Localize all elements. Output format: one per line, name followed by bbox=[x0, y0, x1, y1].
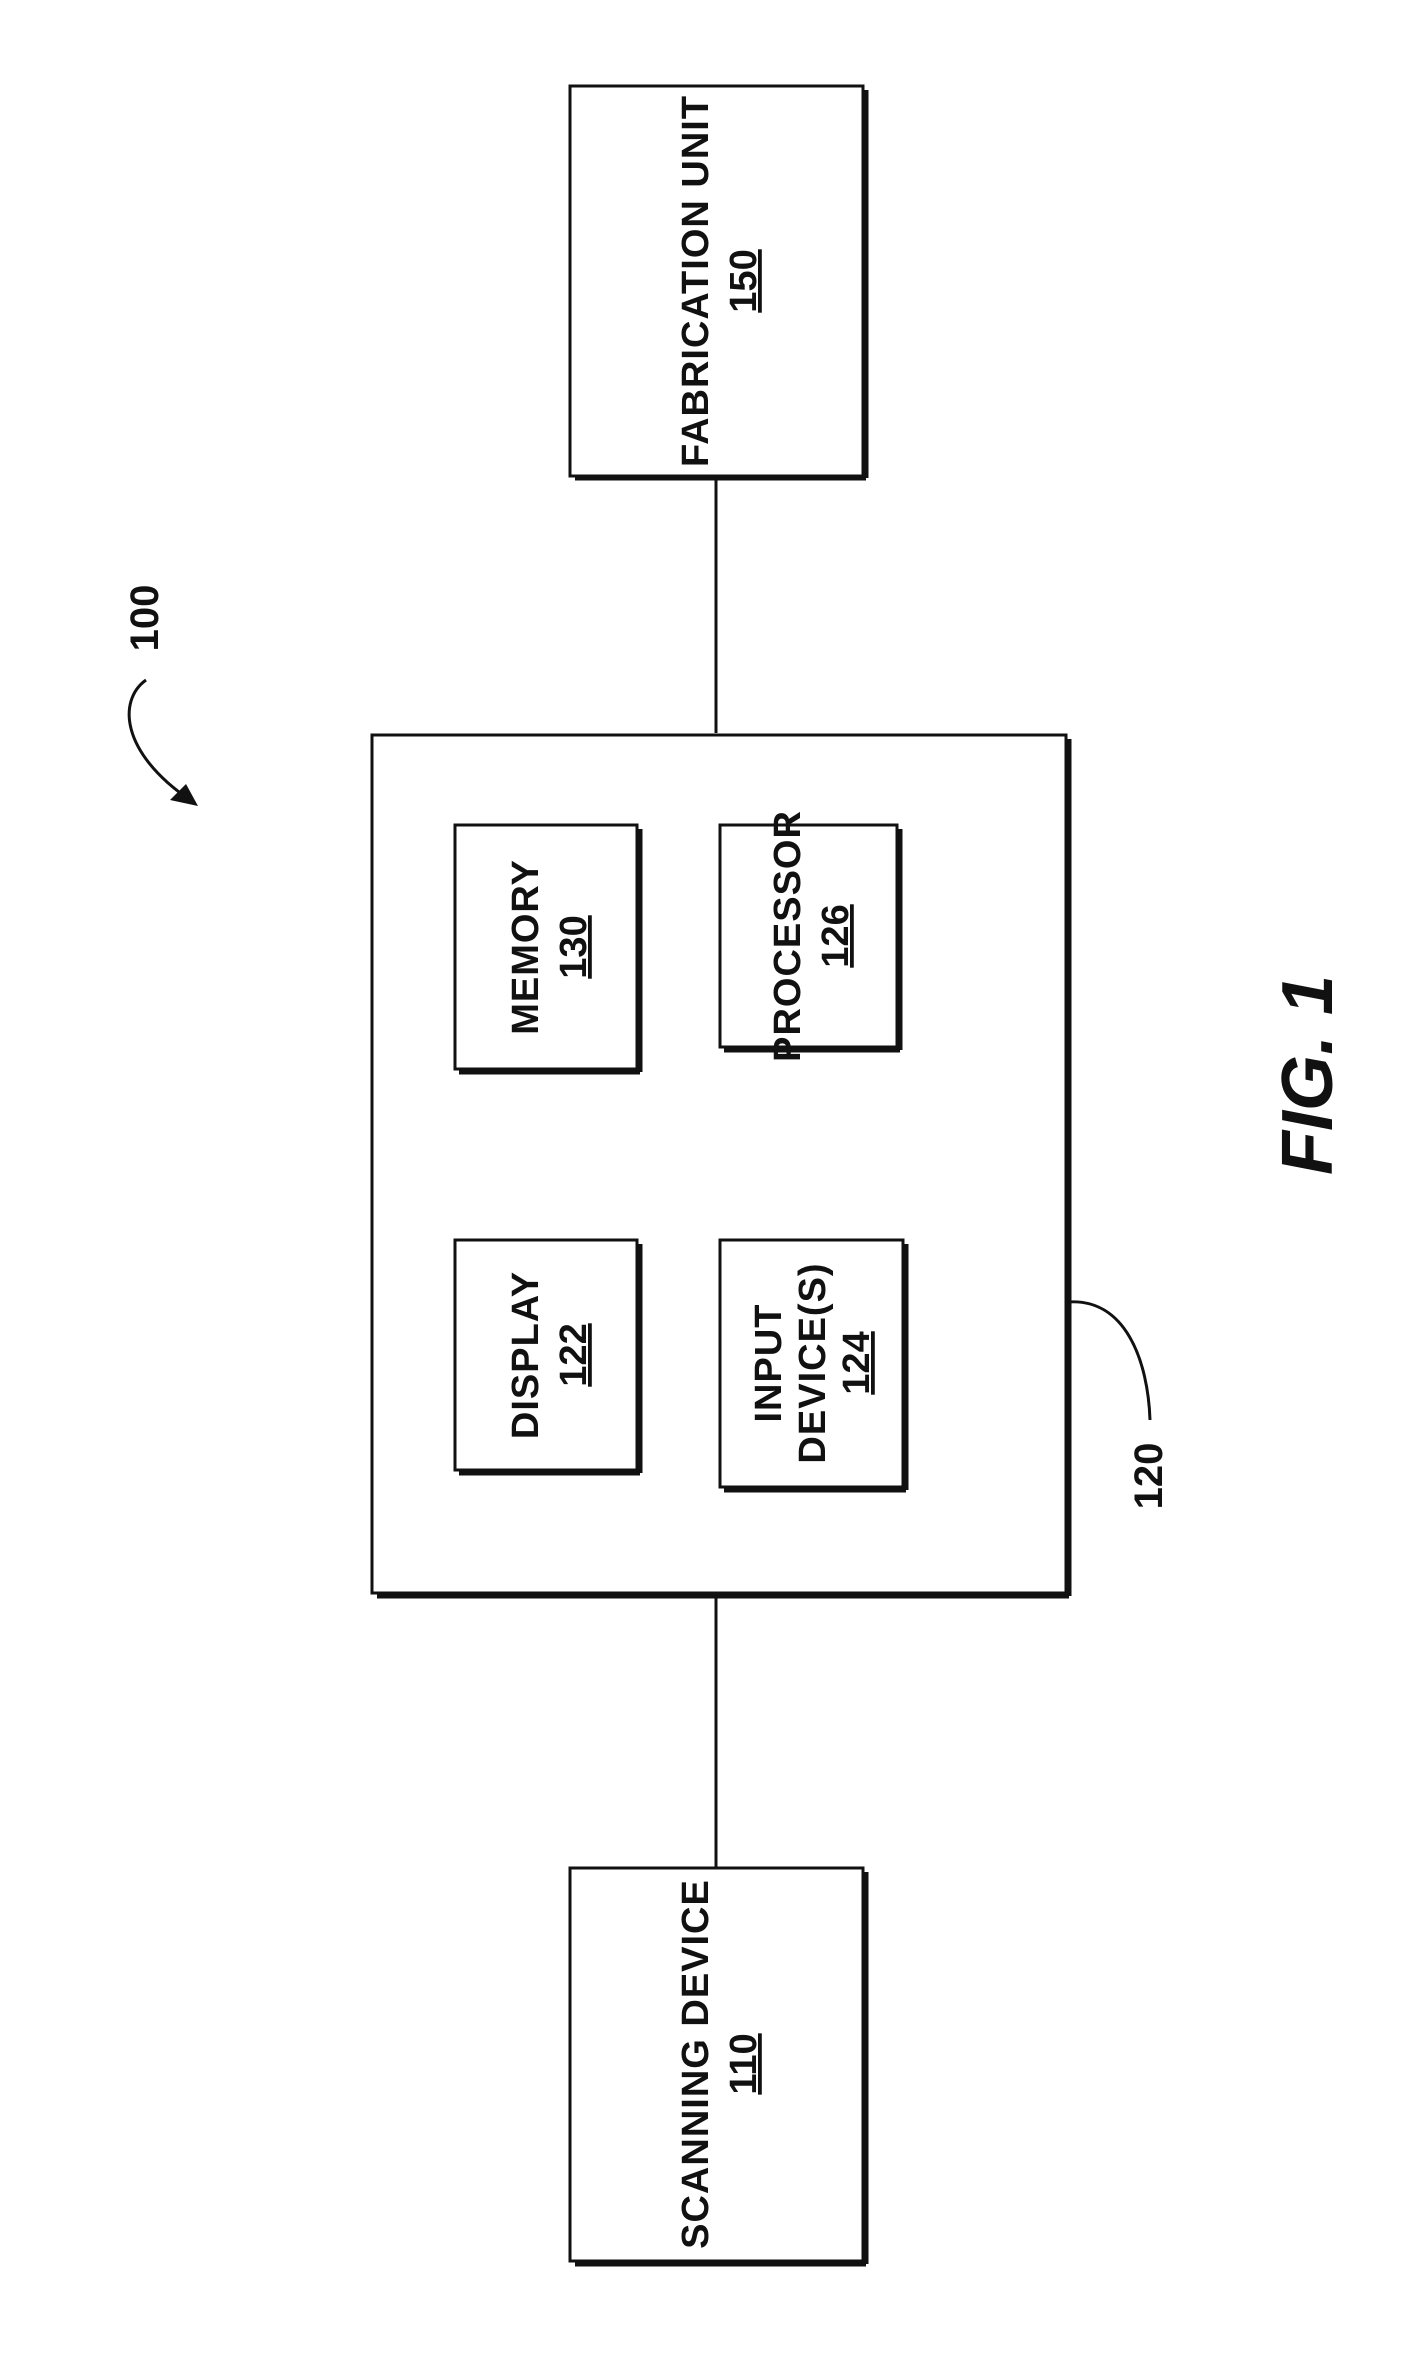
memory-number: 130 bbox=[553, 915, 595, 978]
processor-label: PROCESSOR bbox=[767, 810, 809, 1062]
scanning-device-label: SCANNING DEVICE bbox=[675, 1879, 717, 2249]
system-ref-arrow bbox=[129, 680, 190, 800]
fabrication-unit-number: 150 bbox=[723, 249, 765, 312]
scanning-device-block: SCANNING DEVICE 110 bbox=[570, 1868, 866, 2264]
system-reference: 100 bbox=[123, 585, 198, 806]
input-devices-block: INPUT DEVICE(S) 124 bbox=[720, 1240, 906, 1490]
system-ref-number: 100 bbox=[123, 585, 167, 652]
memory-block: MEMORY 130 bbox=[455, 825, 640, 1072]
display-number: 122 bbox=[553, 1323, 595, 1386]
fabrication-unit-label: FABRICATION UNIT bbox=[675, 95, 717, 467]
memory-label: MEMORY bbox=[505, 859, 547, 1035]
computer-ref-leader bbox=[1068, 1302, 1150, 1420]
input-devices-number: 124 bbox=[836, 1331, 878, 1394]
input-devices-label-line2: DEVICE(S) bbox=[792, 1262, 834, 1463]
display-block: DISPLAY 122 bbox=[455, 1240, 640, 1473]
display-label: DISPLAY bbox=[505, 1271, 547, 1439]
computer-reference: 120 bbox=[1068, 1302, 1171, 1510]
input-devices-label-line1: INPUT bbox=[748, 1304, 790, 1423]
scanning-device-number: 110 bbox=[723, 2033, 765, 2094]
figure-label: FIG. 1 bbox=[1268, 975, 1348, 1175]
processor-number: 126 bbox=[815, 904, 857, 967]
computer-ref-number: 120 bbox=[1127, 1443, 1171, 1510]
processor-block: PROCESSOR 126 bbox=[720, 810, 900, 1062]
fabrication-unit-block: FABRICATION UNIT 150 bbox=[570, 86, 866, 478]
